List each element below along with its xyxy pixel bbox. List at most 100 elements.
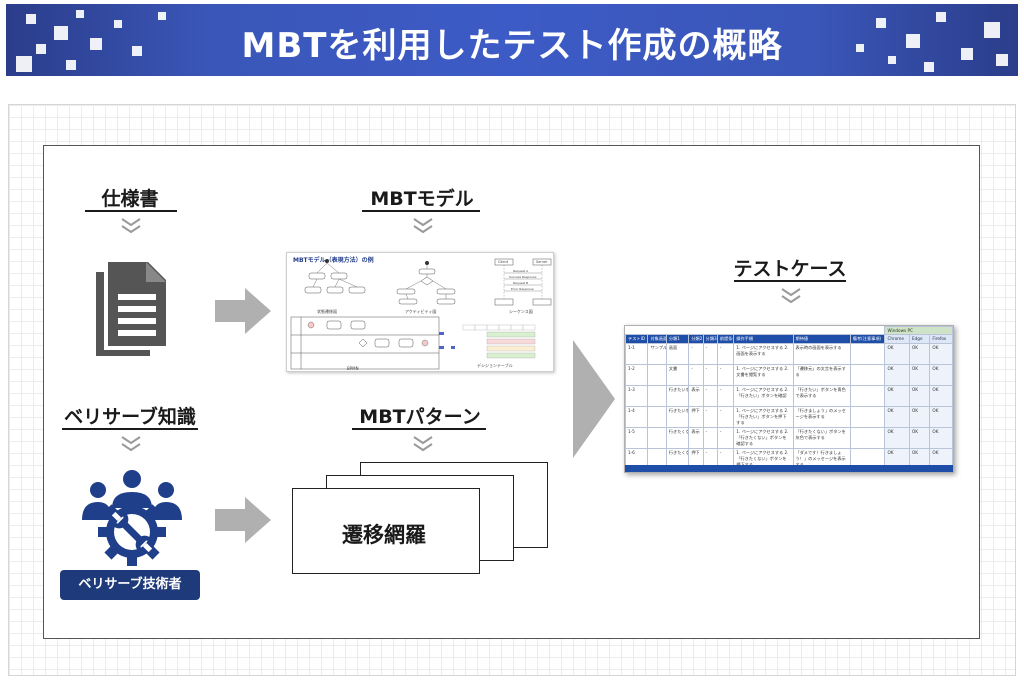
table-cell: 1. ページにアクセスする 2. 「行きたい」ボタンを押下する [733,406,794,428]
table-header-cell: Chrome [884,334,910,344]
table-cell: 行きたいボタン [665,406,690,428]
pattern-underline [352,428,486,430]
engineers-gear-wrench-icon [82,470,182,566]
table-cell: OK [884,448,910,470]
table-cell: - [716,385,735,407]
table-header-cell: 操作手順 [733,334,794,344]
pattern-card-front [292,488,480,574]
table-cell [849,385,886,407]
spec-label: 仕様書 [101,188,159,210]
caption-decision-table: デシジョンテーブル [477,363,513,368]
title-banner: MBTを利用したテスト作成の概略 [6,4,1018,76]
table-row: 1-6行きたくないボタン押下--1. ページにアクセスする 2. 「行きたくない… [625,448,953,470]
table-cell [647,406,667,428]
table-cell: 行きたいボタン [665,385,690,407]
table-cell: OK [929,427,953,449]
table-cell: - [702,406,718,428]
table-header-cell: テストID [625,334,649,344]
table-cell: サンプルページ [647,343,667,365]
table-cell: OK [884,385,910,407]
table-header-cell: 分類1 [665,334,690,344]
table-cell: OK [929,364,953,386]
table-cell: OK [908,406,931,428]
table-cell: - [716,448,735,470]
table-cell: - [688,364,704,386]
table-cell: OK [908,427,931,449]
table-cell: OK [884,406,910,428]
table-cell: OK [884,364,910,386]
table-row: 1-4行きたいボタン押下--1. ページにアクセスする 2. 「行きたい」ボタン… [625,406,953,428]
chevron-down-icon [413,218,433,234]
caption-bpmn: BPMN [347,366,359,371]
model-label: MBTモデル [370,188,474,210]
table-cell: 1. ページにアクセスする 2. 「行きたい」ボタンを確認 [733,385,794,407]
sequence-actor-client: Client [498,260,509,264]
table-cell [849,343,886,365]
table-cell: 1-4 [625,406,649,428]
table-cell: OK [929,448,953,470]
pattern-label: MBTパターン [359,406,481,428]
table-cell [849,427,886,449]
table-cell: - [688,343,704,365]
sequence-message: Success Response [509,275,537,279]
table-cell: - [716,427,735,449]
table-cell: OK [908,343,931,365]
env-group-header: Windows PC [884,326,953,335]
sequence-message: Request A [513,269,529,273]
chevron-down-icon [121,218,141,234]
table-cell: 画面 [665,343,690,365]
table-cell: 1. ページにアクセスする 2. 画面を表示する [733,343,794,365]
table-cell: OK [908,385,931,407]
role-badge: ベリサーブ技術者 [60,570,200,600]
model-image-title: MBTモデル（表現方法）の例 [293,257,374,264]
test-case-table-image: Windows PC テストID対象画面分類1分類2分類3前提条件操作手順期待値… [624,325,954,473]
caption-state-diagram: 状態遷移図 [317,309,337,314]
table-header-cell: 備考(注意事項) [849,334,886,344]
table-footer-bar [625,465,953,472]
table-cell: OK [929,343,953,365]
table-cell: 1-3 [625,385,649,407]
table-cell: - [702,343,718,365]
table-header-cell: Firefox [929,334,953,344]
table-cell: - [716,364,735,386]
table-header-cell: 対象画面 [647,334,667,344]
table-cell: - [702,364,718,386]
table-cell: 表示時の画面を表示する [792,343,851,365]
table-cell: 1. ページにアクセスする 2. 文書を閲覧する [733,364,794,386]
table-cell: 表示 [688,427,704,449]
table-cell: - [702,427,718,449]
table-cell: 行きたくないボタン [665,448,690,470]
table-cell [647,385,667,407]
table-cell: 1-5 [625,427,649,449]
sequence-message: Error Response [511,287,534,291]
sequence-message: Request B [513,281,529,285]
table-cell: 文書 [665,364,690,386]
test-case-table: Windows PC テストID対象画面分類1分類2分類3前提条件操作手順期待値… [625,326,953,470]
caption-activity-diagram: アクティビティ図 [405,309,437,314]
table-cell [849,406,886,428]
table-cell: 1. ページにアクセスする 2. 「行きたくない」ボタンを確認する [733,427,794,449]
page-title: MBTを利用したテスト作成の概略 [241,26,783,66]
table-cell: OK [908,364,931,386]
table-header-cell: 分類3 [702,334,718,344]
table-cell: OK [929,385,953,407]
table-header-cell: 分類2 [688,334,704,344]
table-cell: OK [929,406,953,428]
table-cell: 「遷移元」の文言を表示する [792,364,851,386]
table-cell: - [716,406,735,428]
table-cell: 「行きたい」ボタンを青色で表示する [792,385,851,407]
chevron-down-icon [121,436,141,452]
table-cell: 表示 [688,385,704,407]
table-cell: OK [884,343,910,365]
table-header-cell: Edge [908,334,931,344]
model-diagrams-graphic [290,258,552,370]
table-cell: 1-1 [625,343,649,365]
knowledge-label: ベリサーブ知識 [64,406,196,428]
table-row: 1-1サンプルページ画面---1. ページにアクセスする 2. 画面を表示する表… [625,343,953,365]
table-cell: 1-2 [625,364,649,386]
table-cell: 「行きましょう」のメッセージを表示する [792,406,851,428]
table-cell [849,364,886,386]
table-row: 1-3行きたいボタン表示--1. ページにアクセスする 2. 「行きたい」ボタン… [625,385,953,407]
arrow-right-icon [215,497,271,543]
